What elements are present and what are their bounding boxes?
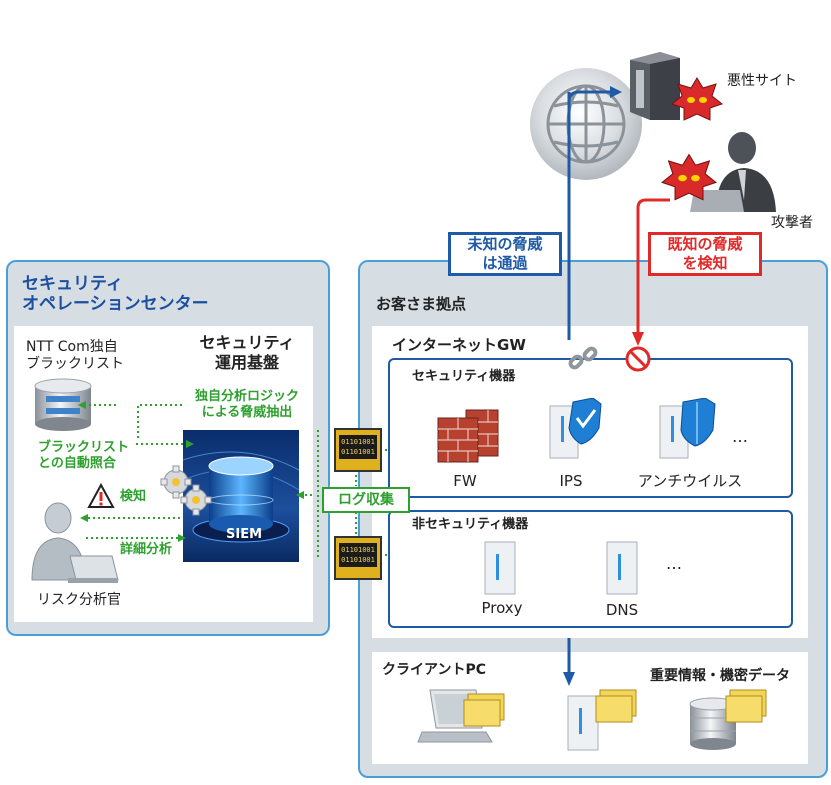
fw-label: FW — [453, 472, 477, 490]
gears-icon — [158, 462, 212, 520]
client-label: クライアントPC — [382, 662, 486, 678]
dns-label: DNS — [605, 601, 639, 619]
security-devices-label: セキュリティ機器 — [412, 369, 516, 384]
ips-label: IPS — [559, 472, 583, 490]
siem-icon — [183, 430, 299, 562]
attacker-icon — [690, 130, 780, 216]
laptop-icon — [416, 684, 508, 750]
malicious-site-label: 悪性サイト — [727, 73, 797, 89]
analysis-label: 詳細分析 — [120, 542, 173, 557]
data-storage-icon — [686, 688, 770, 754]
important-data-label: 重要情報・機密データ — [650, 668, 790, 684]
ips-icon — [547, 398, 603, 462]
block-icon — [624, 345, 652, 373]
platform-label: セキュリティ 運用基盤 — [199, 333, 295, 372]
antivirus-label: アンチウイルス — [637, 472, 743, 490]
log-data-icon-top: 01101001 01101001 — [334, 428, 382, 472]
malware-icon-site — [670, 74, 724, 122]
firewall-icon — [436, 408, 502, 464]
proxy-server-icon — [482, 540, 518, 596]
log-collection-badge: ログ収集 — [322, 487, 410, 513]
malicious-server-icon — [626, 50, 686, 122]
analyst-icon — [26, 500, 122, 586]
blacklist-label: NTT Com独自 ブラックリスト — [26, 339, 124, 372]
detect-label: 検知 — [120, 489, 147, 504]
gw-label: インターネットGW — [392, 336, 526, 354]
desktop-pc-icon — [564, 688, 640, 754]
proxy-label: Proxy — [481, 599, 523, 617]
customer-title: お客さま拠点 — [376, 295, 467, 313]
malware-icon-attacker — [660, 150, 718, 202]
soc-title: セキュリティ オペレーションセンター — [22, 274, 209, 314]
non-security-label: 非セキュリティ機器 — [412, 517, 529, 532]
log-bits: 01101001 01101001 — [339, 543, 377, 567]
auto-match-label: ブラックリスト との自動照合 — [38, 440, 130, 471]
log-data-icon-bottom: 01101001 01101001 — [334, 536, 382, 580]
non-security-box — [388, 510, 793, 628]
analysis-logic-label: 独自分析ロジック による脅威抽出 — [194, 389, 299, 420]
warning-icon — [87, 483, 115, 509]
siem-label: SIEM — [226, 527, 263, 542]
ellipsis-security: … — [732, 427, 748, 446]
log-bits: 01101001 01101001 — [339, 435, 377, 459]
known-threat-callout: 既知の脅威 を検知 — [648, 232, 762, 276]
dns-server-icon — [604, 540, 640, 596]
unknown-threat-callout: 未知の脅威 は通過 — [448, 232, 562, 276]
analyst-label: リスク分析官 — [37, 592, 121, 608]
attacker-label: 攻撃者 — [771, 215, 813, 231]
antivirus-icon — [657, 398, 719, 462]
ellipsis-non-security: … — [666, 554, 682, 573]
chain-link-icon — [566, 342, 600, 376]
